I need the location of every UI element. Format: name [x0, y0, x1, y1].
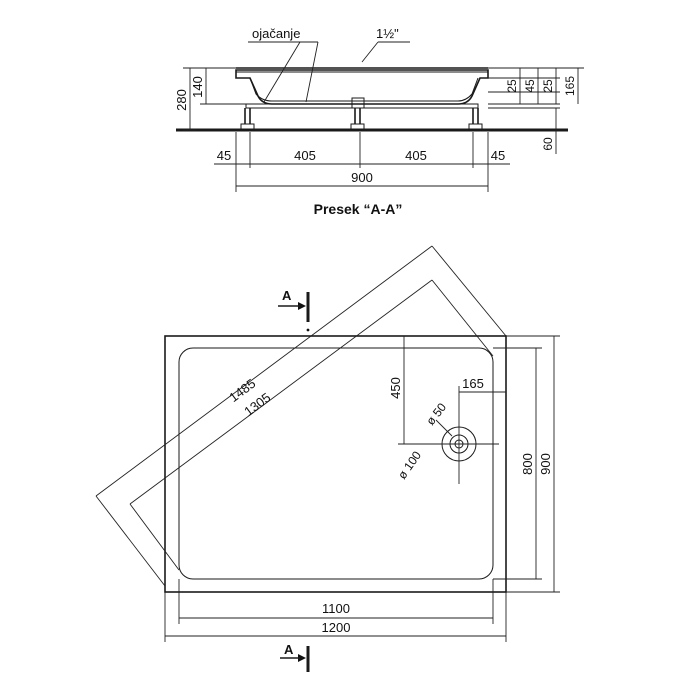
section-marker-bottom-arrow [298, 654, 306, 662]
tray-outer-outline [164, 335, 507, 593]
right-dim-3: 25 [541, 79, 555, 93]
bottom-dim-left: 45 [217, 148, 231, 163]
reinforcement-label: ojačanje [252, 26, 300, 41]
support-feet [240, 108, 483, 131]
right-dim-4: 165 [563, 76, 577, 96]
height-inner-value: 140 [190, 76, 205, 98]
height-inner-value: 800 [520, 453, 535, 475]
right-dim-2: 45 [523, 79, 537, 93]
drain-outer-dia: ø 100 [395, 448, 424, 481]
diagonal-dims: 1485 1305 [95, 245, 507, 587]
diag-inner-line [129, 279, 433, 505]
section-marker-bottom-letter: A [284, 642, 294, 657]
plan-view: A 450 165 ø 50 ø 100 [95, 245, 560, 672]
section-marker-top-letter: A [282, 288, 292, 303]
height-outer-value: 900 [538, 453, 553, 475]
section-title: Presek “A-A” [314, 201, 403, 217]
bottom-dim-mid-left: 405 [294, 148, 316, 163]
total-width-value: 900 [351, 170, 373, 185]
width-inner-value: 1100 [322, 601, 350, 616]
tray-profile [235, 69, 489, 105]
right-dim-1: 25 [505, 79, 519, 93]
tray-inner-basin [178, 347, 494, 580]
drain-inner-dia: ø 50 [423, 400, 449, 428]
tray-inner-surface [249, 77, 479, 102]
foot-dim-value: 60 [541, 137, 555, 151]
drain-y-value: 450 [388, 377, 403, 399]
pipe-size-label: 1½" [376, 26, 399, 41]
drain-x-value: 165 [462, 376, 484, 391]
section-marker-top-arrow [298, 302, 306, 310]
width-outer-value: 1200 [322, 620, 351, 635]
diag-outer-line [95, 245, 433, 497]
bottom-dim-right: 45 [491, 148, 505, 163]
drain-pipe [351, 97, 365, 109]
bottom-dim-mid-right: 405 [405, 148, 427, 163]
section-view: ojačanje 1½" 280 140 25 45 25 165 60 [174, 26, 584, 217]
height-total-value: 280 [174, 89, 189, 111]
